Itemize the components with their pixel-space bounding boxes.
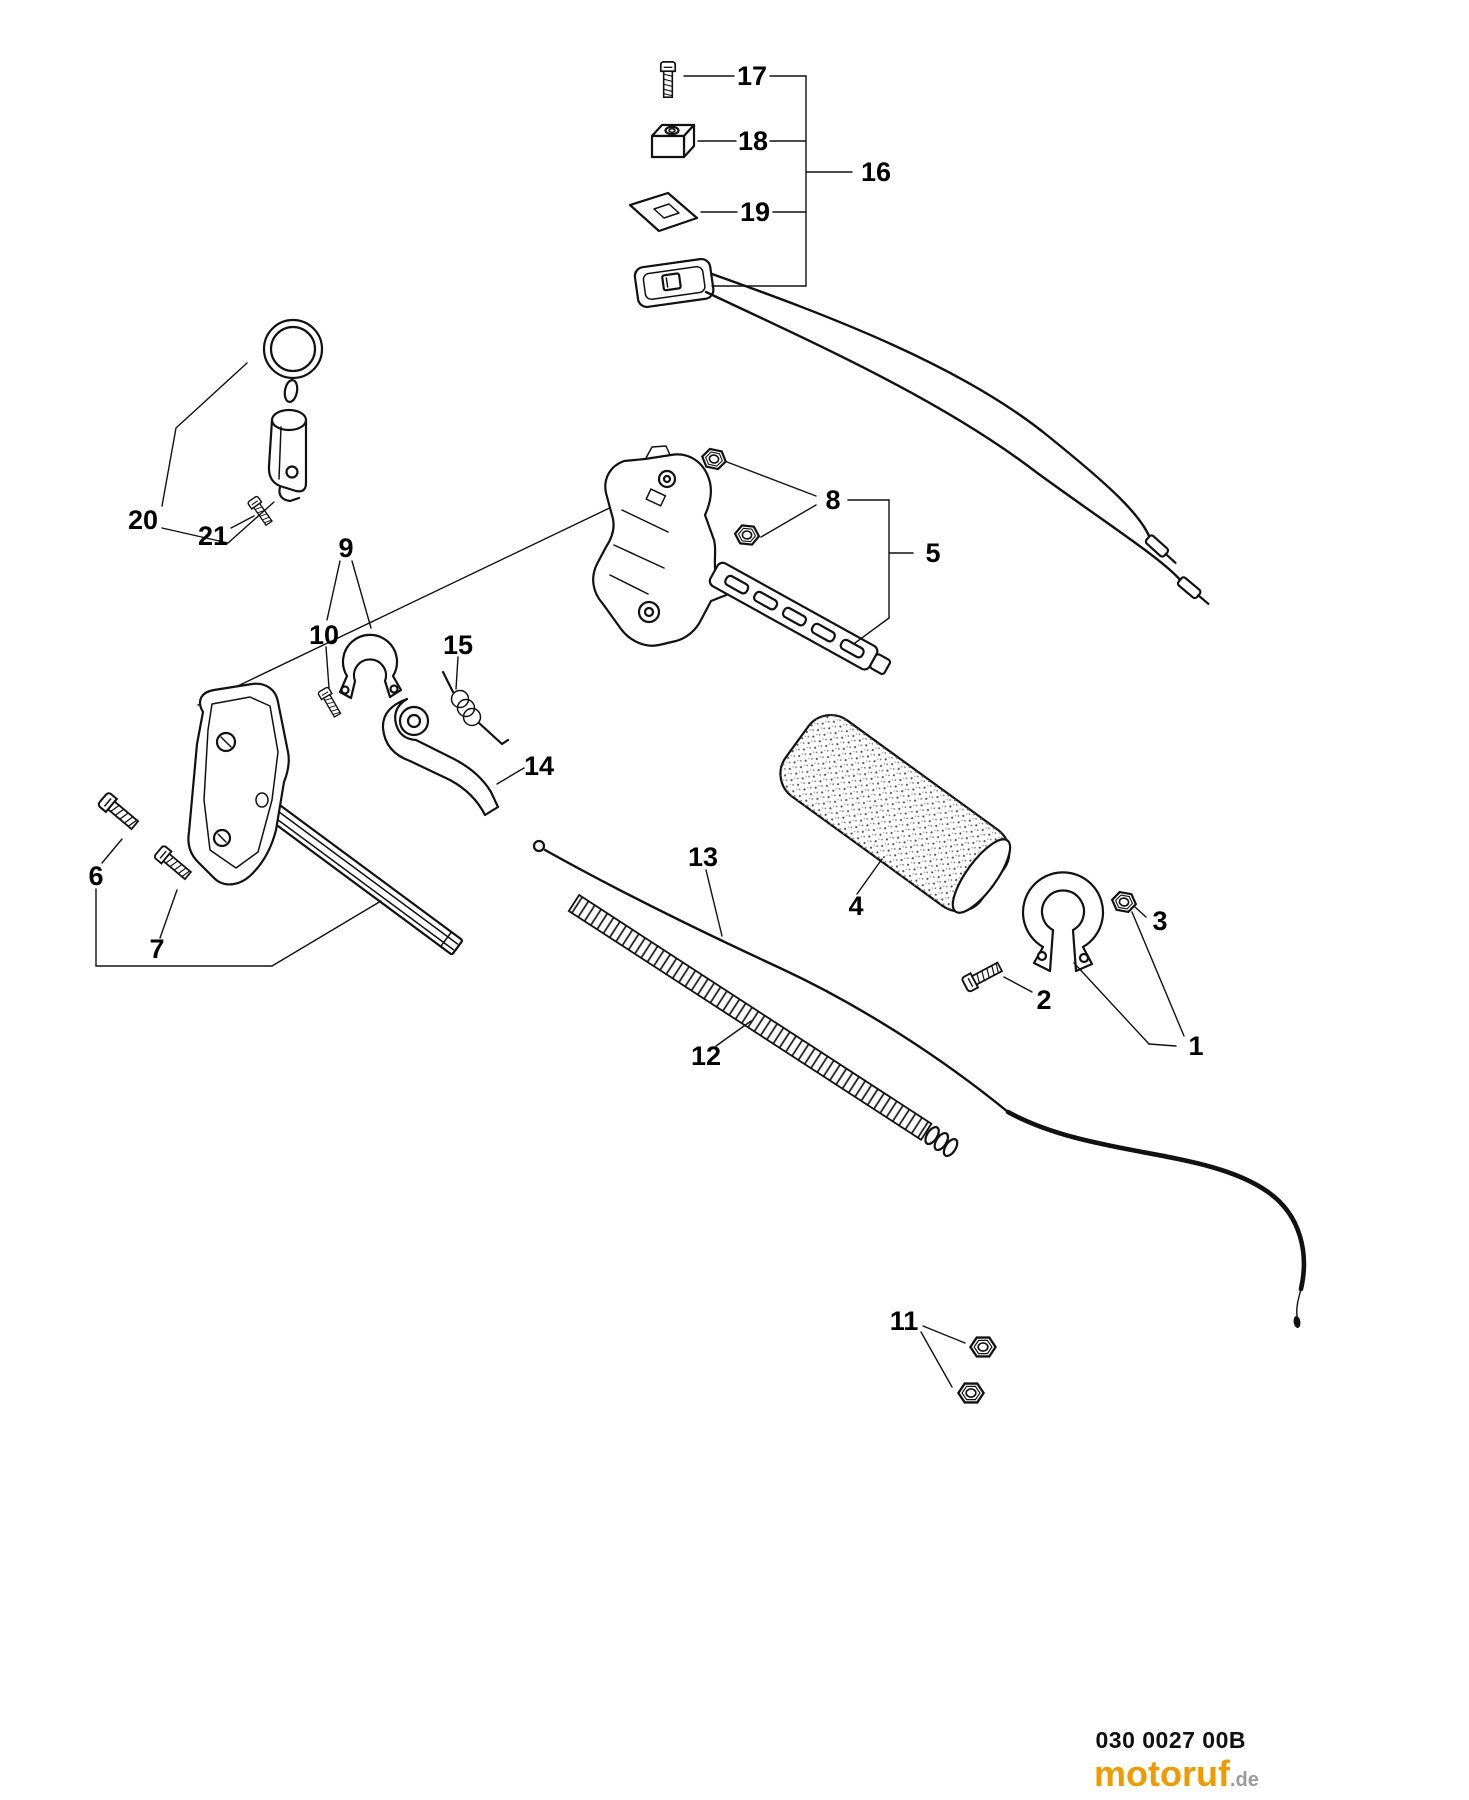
watermark-brand: motoruf (1094, 1753, 1231, 1794)
callout-15: 15 (443, 630, 473, 660)
housing-handle-bar (708, 561, 892, 676)
callout-labels: 17 18 19 16 20 21 9 10 15 14 8 5 6 7 4 3… (88, 61, 1203, 1336)
leader-group-9-10 (325, 560, 372, 689)
part-6-screw (96, 790, 142, 833)
callout-3: 3 (1152, 906, 1167, 936)
callout-9: 9 (338, 533, 353, 563)
leader-13 (705, 869, 723, 937)
callout-13: 13 (688, 842, 718, 872)
part-20-ring-clip (262, 318, 324, 503)
callout-21: 21 (198, 521, 228, 551)
part-1-clamp (1021, 871, 1105, 973)
leader-group-20-21 (161, 362, 275, 544)
leader-14 (496, 767, 525, 785)
wire-terminal (1144, 534, 1177, 564)
watermark-logo: motoruf.de (1094, 1753, 1259, 1794)
callout-6: 6 (88, 861, 103, 891)
bracket-bar (260, 798, 463, 956)
part-9-clamp (338, 633, 403, 700)
leader-group-11 (920, 1325, 966, 1388)
part-13-cable (532, 839, 1307, 1328)
wire-terminal (1176, 576, 1210, 605)
part-11-nuts (957, 1336, 997, 1404)
callout-16: 16 (861, 157, 891, 187)
callout-17: 17 (737, 61, 767, 91)
callout-18: 18 (738, 126, 768, 156)
leader-12 (715, 1020, 752, 1047)
part-12-spring (567, 893, 959, 1158)
part-16-wires (704, 272, 1210, 605)
part-17-screw (659, 61, 677, 99)
part-code: 030 0027 00B (1095, 1727, 1246, 1753)
part-18-switch-block (650, 123, 696, 159)
callout-10: 10 (309, 620, 339, 650)
callout-11: 11 (890, 1306, 919, 1336)
callout-14: 14 (524, 751, 554, 781)
part-19-plate (628, 191, 699, 233)
callout-2: 2 (1036, 985, 1051, 1015)
part-6-7-bracket (187, 682, 463, 956)
callout-5: 5 (925, 538, 940, 568)
callout-19: 19 (740, 197, 770, 227)
leader-group-5-8 (726, 461, 914, 644)
part-5-housing (592, 445, 892, 676)
leader-group-16 (683, 75, 853, 287)
callout-20: 20 (128, 505, 158, 535)
callout-1: 1 (1188, 1031, 1203, 1061)
part-15-spring (441, 670, 510, 746)
leader-group-6-7 (95, 838, 382, 967)
callout-8: 8 (825, 485, 840, 515)
part-7-screw (152, 844, 194, 883)
part-4-grip (779, 713, 1012, 914)
part-3-nut (1109, 889, 1139, 915)
assembly-axis-line (197, 491, 644, 706)
watermark-tld: .de (1230, 1769, 1259, 1791)
callout-7: 7 (149, 934, 164, 964)
callout-4: 4 (848, 891, 863, 921)
leader-15 (455, 656, 459, 690)
callout-12: 12 (691, 1041, 721, 1071)
leader-group-1-2-3 (1003, 906, 1185, 1047)
part-10-screw (316, 686, 344, 719)
leader-4 (856, 858, 883, 895)
part-14-lever (381, 697, 500, 817)
part-2-screw (960, 958, 1005, 994)
part-16-switch (633, 257, 715, 309)
